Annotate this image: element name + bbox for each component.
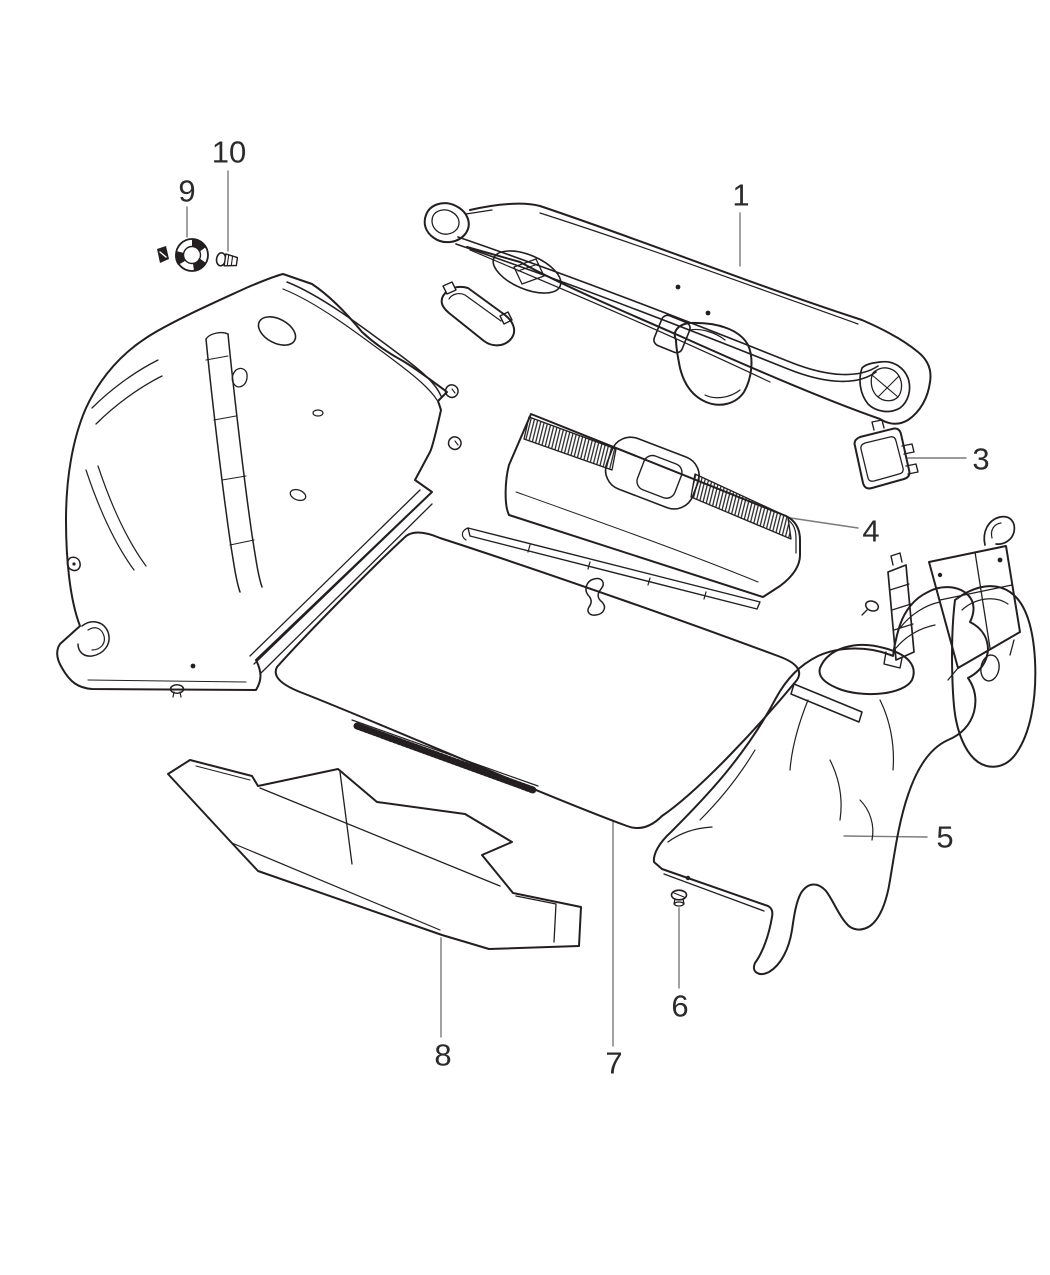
callout-label-5: 5 bbox=[936, 819, 954, 855]
sill-plate-drawing bbox=[461, 413, 801, 610]
trunk-floor-mat-drawing bbox=[274, 531, 801, 829]
grommet-part-9-drawing bbox=[175, 238, 209, 272]
left-quarter-trim-drawing bbox=[56, 273, 448, 691]
bezel-cover-drawing bbox=[853, 419, 919, 490]
callout-label-9: 9 bbox=[178, 173, 196, 209]
callout-label-7: 7 bbox=[605, 1045, 623, 1081]
callout-label-8: 8 bbox=[434, 1037, 452, 1073]
deck-lid-trim-panel-drawing bbox=[423, 202, 932, 425]
leader-line-5 bbox=[843, 835, 928, 838]
support-panel-drawing bbox=[167, 759, 582, 950]
callout-label-1: 1 bbox=[732, 177, 750, 213]
clip-right-drawing bbox=[861, 600, 880, 616]
leader-line-4 bbox=[783, 516, 859, 529]
callout-label-3: 3 bbox=[972, 441, 990, 477]
right-quarter-trim-drawing bbox=[652, 515, 1037, 975]
clip-far-left-drawing bbox=[66, 556, 81, 572]
clip-fastener-drawing bbox=[157, 246, 169, 263]
push-pin-left-drawing bbox=[169, 684, 185, 698]
screw-part-10-drawing bbox=[215, 252, 239, 267]
small-trim-cover-drawing bbox=[440, 281, 516, 347]
push-pin-part-6-drawing bbox=[670, 889, 688, 907]
leader-lines bbox=[186, 170, 967, 1047]
callout-label-10: 10 bbox=[211, 134, 247, 170]
callout-label-6: 6 bbox=[671, 988, 689, 1024]
clip-mid-upper-drawing bbox=[444, 384, 459, 399]
callout-label-4: 4 bbox=[862, 513, 880, 549]
clip-mid-lower-drawing bbox=[447, 436, 462, 451]
